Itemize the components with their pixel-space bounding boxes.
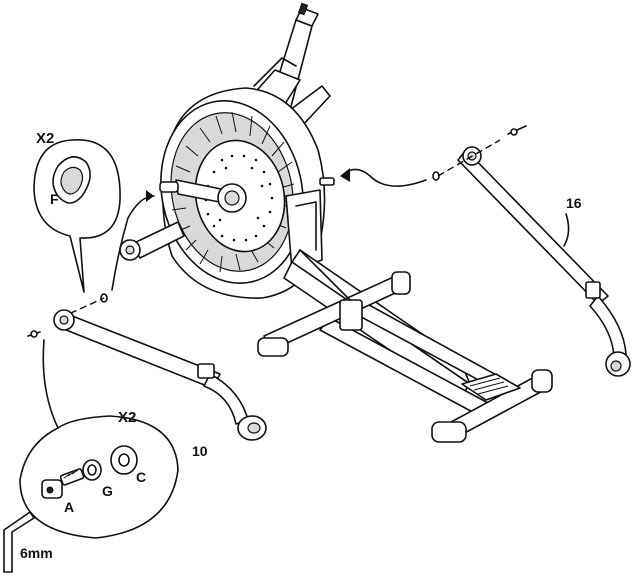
- callout-bottom: [20, 340, 178, 538]
- callout-top: [34, 140, 120, 292]
- bolt-a-icon: [42, 468, 84, 498]
- hex-key-icon: [4, 512, 34, 572]
- part-letter-a: A: [64, 500, 74, 514]
- arrow-to-front: [344, 169, 426, 186]
- washer-g-icon: [83, 460, 101, 480]
- part-letter-g: G: [102, 484, 113, 498]
- part-letter-f: F: [50, 192, 59, 206]
- callout-top-quantity: X2: [36, 131, 54, 146]
- tool-size-label: 6mm: [20, 546, 53, 560]
- washer-c-icon: [111, 446, 137, 474]
- right-stabilizer-16: [458, 126, 630, 376]
- part-number-16: 16: [566, 196, 582, 210]
- left-stabilizer-10: [28, 310, 266, 440]
- callout-bottom-quantity: X2: [118, 410, 136, 425]
- part-number-10: 10: [192, 444, 208, 458]
- part-letter-c: C: [136, 470, 146, 484]
